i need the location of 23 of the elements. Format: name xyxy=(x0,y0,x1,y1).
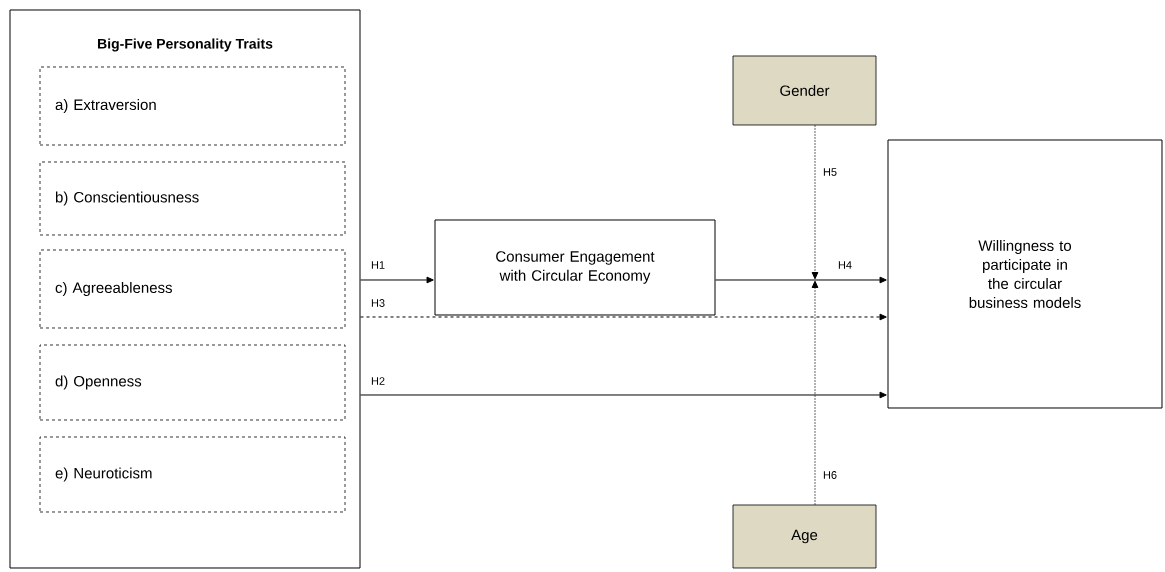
trait-box: a) Extraversion xyxy=(39,66,346,146)
edge-label: H6 xyxy=(821,470,839,480)
arrow xyxy=(811,124,819,280)
arrow xyxy=(811,280,819,506)
edge-label: H2 xyxy=(370,376,387,386)
trait-box: e) Neuroticism xyxy=(39,436,346,513)
arrow xyxy=(360,276,434,284)
group-box xyxy=(9,9,361,569)
trait-box: b) Conscientiousness xyxy=(39,161,346,236)
edge-label: H5 xyxy=(821,167,839,177)
trait-box: d) Openness xyxy=(39,344,346,421)
arrow xyxy=(360,313,887,321)
construct-box: Willingness to participate in the circular business models xyxy=(887,139,1163,409)
edge-label: H1 xyxy=(370,260,387,270)
edge-label: H4 xyxy=(836,260,854,270)
group-heading: Big-Five Personality Traits xyxy=(98,38,273,52)
trait-box: c) Agreeableness xyxy=(39,249,346,329)
moderator-box: Gender xyxy=(732,55,877,126)
moderator-box: Age xyxy=(732,504,877,569)
edge-label: H3 xyxy=(370,298,387,308)
construct-box: Consumer Engagement with Circular Economy xyxy=(434,219,716,316)
arrow xyxy=(715,276,887,284)
arrow xyxy=(360,391,887,399)
